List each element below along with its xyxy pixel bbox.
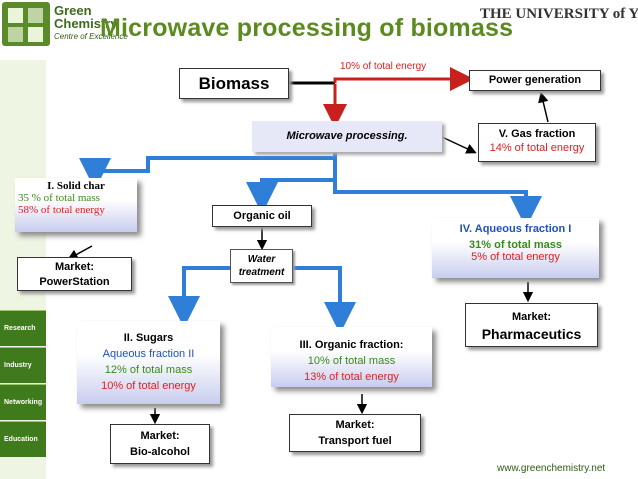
sugars-subtitle: Aqueous fraction II [102,348,195,360]
sugars-energy: 10% of total energy [101,380,196,392]
gas-fraction-title: V. Gas fraction [498,128,576,140]
university-logo: THE UNIVERSITY of York [480,6,638,22]
page-title: Microwave processing of biomass [100,14,514,42]
market-pharma-line1: Market: [511,311,552,323]
biomass-box: Biomass [179,68,289,99]
sugars-box: II. Sugars Aqueous fraction II 12% of to… [77,321,220,404]
gas-fraction-box: V. Gas fraction 14% of total energy [478,123,596,162]
logo-text-chemistry: Chemistry [54,16,118,31]
water-treatment-box: Water treatment [230,249,293,283]
sidebar-item-industry[interactable]: Industry [0,347,46,383]
market-pharmaceutics-box: Market: Pharmaceutics [465,303,598,347]
organic-fraction-mass: 10% of total mass [307,355,396,367]
market-power-station-box: Market: PowerStation [17,257,132,291]
water-treatment-line1: Water [247,254,276,265]
gas-to-power-arrow [538,91,549,123]
logo-text-centre: Centre of Excellence [54,32,128,41]
market-bioalcohol-line2: Bio-alcohol [130,446,190,458]
market-bioalcohol-box: Market: Bio-alcohol [110,424,210,464]
water-to-organic-arrow [293,266,356,334]
logo-text-green: Green [54,3,92,18]
website-link[interactable]: www.greenchemistry.net [497,463,606,474]
aqueous-fraction-1-mass: 31% of total mass [469,239,562,251]
organic-fraction-box: III. Organic fraction: 10% of total mass… [271,327,432,387]
market-power-line1: Market: [54,261,95,273]
organic-oil-box: Organic oil [212,205,312,227]
solid-char-title: I. Solid char [47,180,105,192]
sidebar-item-networking[interactable]: Networking [0,384,46,420]
energy-share-label: 10% of total energy [340,61,427,72]
sugars-title: II. Sugars [123,332,174,344]
market-transport-line2: Transport fuel [318,435,392,447]
microwave-processing-box: Microwave processing. [252,121,442,152]
sidebar-item-research[interactable]: Research [0,310,46,346]
gas-fraction-energy: 14% of total energy [489,142,585,154]
microwave-to-gas-arrow [441,136,477,154]
organic-fraction-energy: 13% of total energy [304,371,399,383]
market-power-line2: PowerStation [39,276,110,288]
solid-char-energy: 58% of total energy [18,204,105,216]
power-generation-box: Power generation [469,70,601,91]
sidebar: Research Industry Networking Education [0,60,46,479]
sugars-mass: 12% of total mass [104,364,193,376]
green-chemistry-logo [2,2,50,46]
market-transport-line1: Market: [335,419,375,431]
energy-connector [333,67,474,91]
char-to-power-station-arrow [67,245,93,260]
market-pharma-line2: Pharmaceutics [481,326,582,342]
sidebar-item-education[interactable]: Education [0,421,46,457]
microwave-to-char-arrow [79,152,337,190]
microwave-to-aqueous-arrow [333,180,542,228]
solid-char-box: I. Solid char 35 % of total mass 58% of … [15,178,137,232]
market-bioalcohol-line1: Market: [140,430,180,442]
header: Green Chemistry Centre of Excellence Mic… [0,0,638,50]
aqueous-fraction-1-title: IV. Aqueous fraction I [459,223,572,235]
market-transport-box: Market: Transport fuel [289,414,421,452]
solid-char-mass: 35 % of total mass [18,192,100,204]
aqueous-fraction-1-energy: 5% of total energy [471,251,560,263]
water-treatment-line2: treatment [238,267,285,278]
aqueous-fraction-1-box: IV. Aqueous fraction I 31% of total mass… [432,218,599,278]
organic-fraction-title: III. Organic fraction: [299,339,404,351]
microwave-to-oil-arrow [246,158,337,214]
